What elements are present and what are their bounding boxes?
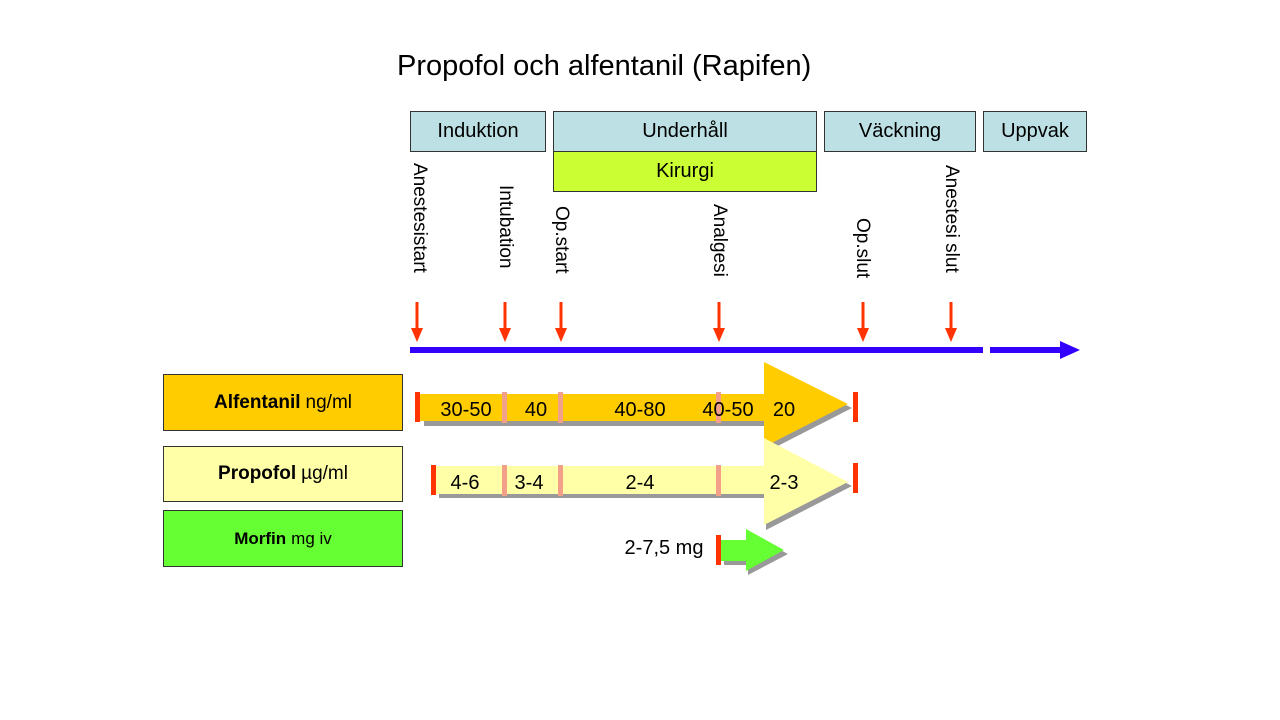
propofol-start-marker <box>431 465 436 495</box>
event-arrow-icon <box>713 302 725 342</box>
event-arrow-icon <box>555 302 567 342</box>
propofol-end-marker <box>853 463 858 493</box>
divider-mark <box>502 392 507 423</box>
alfentanil-value: 40-80 <box>614 399 666 421</box>
event-label-analgesi: Analgesi <box>709 204 730 277</box>
morfin-start-marker <box>716 535 721 565</box>
phase-label: Uppvak <box>1001 120 1069 142</box>
event-arrow-icon <box>499 302 511 342</box>
alfentanil-value: 20 <box>772 399 796 421</box>
event-arrow-icon <box>945 302 957 342</box>
phase-induktion: Induktion <box>410 111 546 152</box>
morfin-arrow-icon <box>720 529 784 571</box>
event-label-anestesi-slut: Anestesi slut <box>941 165 962 273</box>
divider-mark <box>558 392 563 423</box>
surgery-label: Kirurgi <box>656 160 714 182</box>
divider-mark <box>502 465 507 496</box>
drug-unit: ng/ml <box>305 391 353 413</box>
surgery-box: Kirurgi <box>553 151 817 192</box>
timeline-arrowhead-icon <box>1060 341 1080 359</box>
phase-label: Väckning <box>858 120 942 142</box>
phase-label: Induktion <box>437 120 519 142</box>
event-arrow-icon <box>857 302 869 342</box>
event-arrow-icon <box>411 302 423 342</box>
morfin-value: 2-7,5 mg <box>624 537 704 559</box>
phase-vackning: Väckning <box>824 111 976 152</box>
phase-label: Underhåll <box>642 120 728 142</box>
drug-name: Morfin <box>234 528 287 548</box>
alfentanil-start-marker <box>415 392 420 422</box>
alfentanil-value: 40 <box>524 399 548 421</box>
event-label-anestesistart: Anestesistart <box>409 163 430 273</box>
alfentanil-value: 40-50 <box>702 399 754 421</box>
slide-title: Propofol och alfentanil (Rapifen) <box>397 50 812 82</box>
timeline-bar <box>410 347 983 353</box>
timeline-bar-continuation <box>990 347 1062 353</box>
drug-unit: mg iv <box>291 528 332 548</box>
event-label-opslut: Op.slut <box>852 218 873 279</box>
drug-name: Propofol <box>218 463 297 484</box>
alfentanil-end-marker <box>853 392 858 422</box>
event-label-intubation: Intubation <box>495 185 516 269</box>
divider-mark <box>558 465 563 496</box>
propofol-value: 2-4 <box>625 472 655 494</box>
event-label-opstart: Op.start <box>551 206 572 274</box>
propofol-value: 3-4 <box>514 472 544 494</box>
phase-uppvak: Uppvak <box>983 111 1087 152</box>
drug-name: Alfentanil <box>213 391 301 413</box>
propofol-arrow-icon <box>435 438 848 525</box>
drug-unit: µg/ml <box>301 463 348 484</box>
alfentanil-arrow-icon <box>420 362 848 447</box>
propofol-value: 4-6 <box>450 472 480 494</box>
alfentanil-value: 30-50 <box>440 399 492 421</box>
propofol-value: 2-3 <box>769 472 799 494</box>
divider-mark <box>716 465 721 496</box>
divider-mark <box>716 392 721 423</box>
